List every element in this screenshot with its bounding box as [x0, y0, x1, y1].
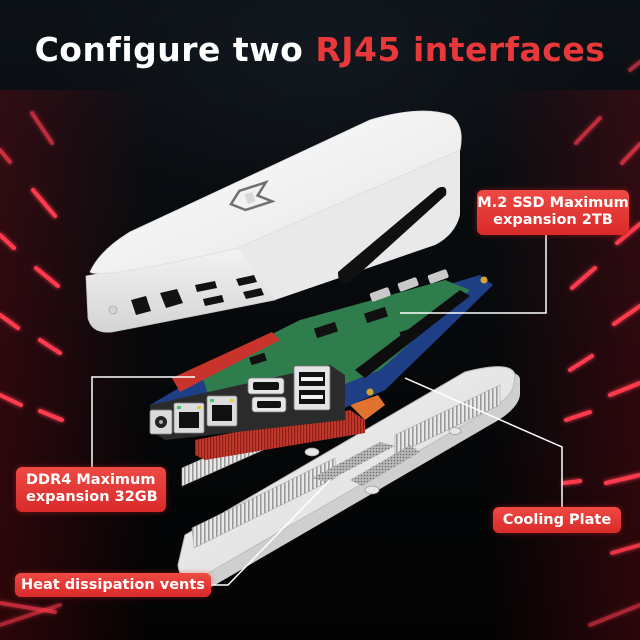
dc-power-jack-icon — [149, 409, 173, 435]
usb-a-port-icon — [293, 365, 331, 411]
vents-leader-line — [211, 479, 331, 586]
callout-ssd-line2: expansion 2TB — [493, 212, 613, 229]
callout-ddr: DDR4 Maximum expansion 32GB — [16, 467, 166, 512]
rj45-port-icon — [173, 402, 205, 434]
callout-vents-label: Heat dissipation vents — [21, 577, 205, 593]
leader-lines — [91, 235, 563, 586]
neon-bars-right — [562, 60, 640, 627]
callout-ssd-line1: M.2 SSD Maximum — [477, 195, 629, 211]
page-title: Configure two RJ45 interfaces — [0, 30, 640, 69]
neon-bars-left — [0, 111, 64, 627]
callout-cooling-plate: Cooling Plate — [493, 507, 621, 533]
title-highlight: RJ45 interfaces — [315, 30, 606, 69]
callout-ddr-line2: expansion 32GB — [26, 489, 158, 506]
ddr-leader-line — [91, 376, 195, 467]
micro-hdmi-port-icon — [247, 377, 287, 413]
left-red-glow — [0, 90, 150, 640]
title-prefix: Configure two — [34, 30, 304, 69]
brand-logo-icon — [229, 180, 276, 212]
rj45-port-icon — [206, 395, 238, 427]
callout-ddr-line1: DDR4 Maximum — [26, 472, 156, 488]
cooling-leader-line — [404, 377, 563, 507]
front-ports — [149, 365, 345, 440]
top-cover — [85, 110, 462, 333]
callout-cooling-label: Cooling Plate — [502, 512, 612, 528]
callout-ssd: M.2 SSD Maximum expansion 2TB — [477, 190, 629, 235]
ssd-leader-line — [400, 235, 547, 314]
right-red-glow — [490, 90, 640, 640]
callout-heat-vents: Heat dissipation vents — [15, 573, 211, 597]
